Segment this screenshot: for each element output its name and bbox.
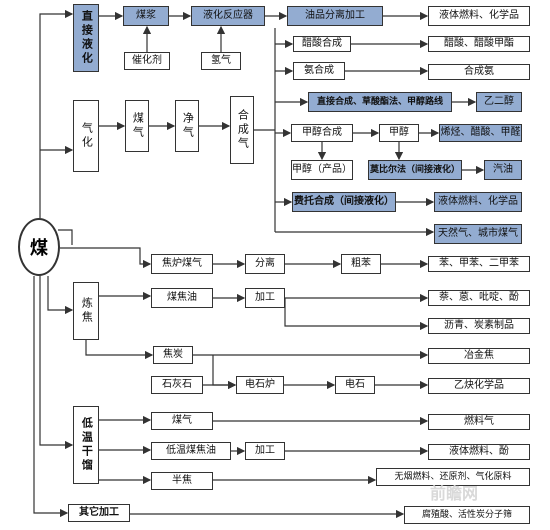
edge-coke <box>85 340 154 360</box>
node-asphalt: 沥青、炭素制品 <box>428 318 530 334</box>
node-limestone: 石灰石 <box>151 376 203 394</box>
node-natural-gas: 天然气、城市煤气 <box>434 224 522 244</box>
node-ammonia-synthesis: 氨合成 <box>293 62 345 80</box>
edge-root-to-coking <box>47 276 74 315</box>
node-olefins: 烯烃、醋酸、甲醛 <box>439 124 522 142</box>
node-acetic-acid-synthesis: 醋酸合成 <box>293 36 351 52</box>
node-mobil-process: 莫比尔法（间接液化） <box>368 160 462 180</box>
node-humic-acid: 腐殖酸、活性炭分子筛 <box>404 506 530 524</box>
node-hydrogen: 氢气 <box>201 52 241 70</box>
edge-root-to-coke-oven-gas <box>60 247 152 269</box>
edge-asphalt <box>284 298 429 331</box>
node-methanol-synthesis: 甲醇合成 <box>291 124 353 142</box>
node-crude-benzene: 粗苯 <box>341 254 381 274</box>
edge-coke-furnace <box>212 355 237 390</box>
node-oil-separation: 油品分离加工 <box>287 6 383 26</box>
edge-root-to-low-temp <box>39 276 74 450</box>
node-low-temp-tar: 低温煤焦油 <box>151 442 231 460</box>
node-methanol-product: 甲醇（产品） <box>291 160 353 180</box>
node-benzene-products: 苯、甲苯、二甲苯 <box>428 256 530 272</box>
node-coal-tar: 煤焦油 <box>151 288 213 308</box>
edge-root-to-other <box>33 276 69 518</box>
watermark-text: 前瞻网 <box>430 484 479 503</box>
node-other-processing: 其它加工 <box>68 504 130 522</box>
node-liquefaction-reactor: 液化反应器 <box>191 6 265 26</box>
node-separation: 分离 <box>245 254 285 274</box>
node-ethylene-glycol: 乙二醇 <box>476 92 522 112</box>
node-purification: 净气 <box>175 100 199 152</box>
edge-root-to-direct <box>39 9 74 218</box>
node-coal-slurry: 煤浆 <box>123 6 169 26</box>
edge-root-upper <box>58 229 73 245</box>
node-syngas: 合成气 <box>230 96 254 164</box>
node-coal-gas-1: 煤气 <box>125 100 149 152</box>
node-liquid-fuel-phenol: 液体燃料、酚 <box>428 444 530 460</box>
node-direct-synthesis: 直接合成、草酸酯法、甲醇路线 <box>308 92 452 112</box>
node-acetylene-chemicals: 乙炔化学品 <box>428 378 530 394</box>
node-liquid-fuel-2: 液体燃料、化学品 <box>434 192 522 212</box>
node-liquid-fuel-1: 液体燃料、化学品 <box>428 6 530 26</box>
node-coke: 焦炭 <box>153 346 193 364</box>
node-coke-oven-gas: 焦炉煤气 <box>151 254 213 274</box>
node-naphthalene: 萘、蒽、吡啶、酚 <box>428 290 530 306</box>
node-low-temp-distillation: 低温干馏 <box>73 406 99 484</box>
node-coal-gas-2: 煤气 <box>151 412 213 430</box>
node-acetic-acid-products: 醋酸、醋酸甲酯 <box>428 36 530 52</box>
root-coal: 煤 <box>18 218 60 276</box>
node-fischer-tropsch: 费托合成（间接液化） <box>292 192 396 212</box>
node-processing-2: 加工 <box>245 442 285 460</box>
node-arc-furnace: 电石炉 <box>236 376 284 394</box>
node-semi-coke: 半焦 <box>151 472 213 490</box>
node-direct-liquefaction: 直接液化 <box>73 4 99 72</box>
node-methanol: 甲醇 <box>379 124 419 142</box>
node-synthetic-ammonia: 合成氨 <box>428 64 530 80</box>
node-smokeless-fuel: 无烟燃料、还原剂、气化原料 <box>376 468 530 486</box>
node-fuel-gas: 燃料气 <box>428 414 530 430</box>
node-gasification: 气化 <box>73 100 99 172</box>
node-calcium-carbide: 电石 <box>335 376 375 394</box>
node-gasoline: 汽油 <box>484 160 522 180</box>
node-catalyst: 催化剂 <box>124 52 170 70</box>
node-metallurgical-coke: 冶金焦 <box>428 348 530 364</box>
node-processing-1: 加工 <box>245 288 285 308</box>
node-coking: 炼焦 <box>73 282 99 340</box>
